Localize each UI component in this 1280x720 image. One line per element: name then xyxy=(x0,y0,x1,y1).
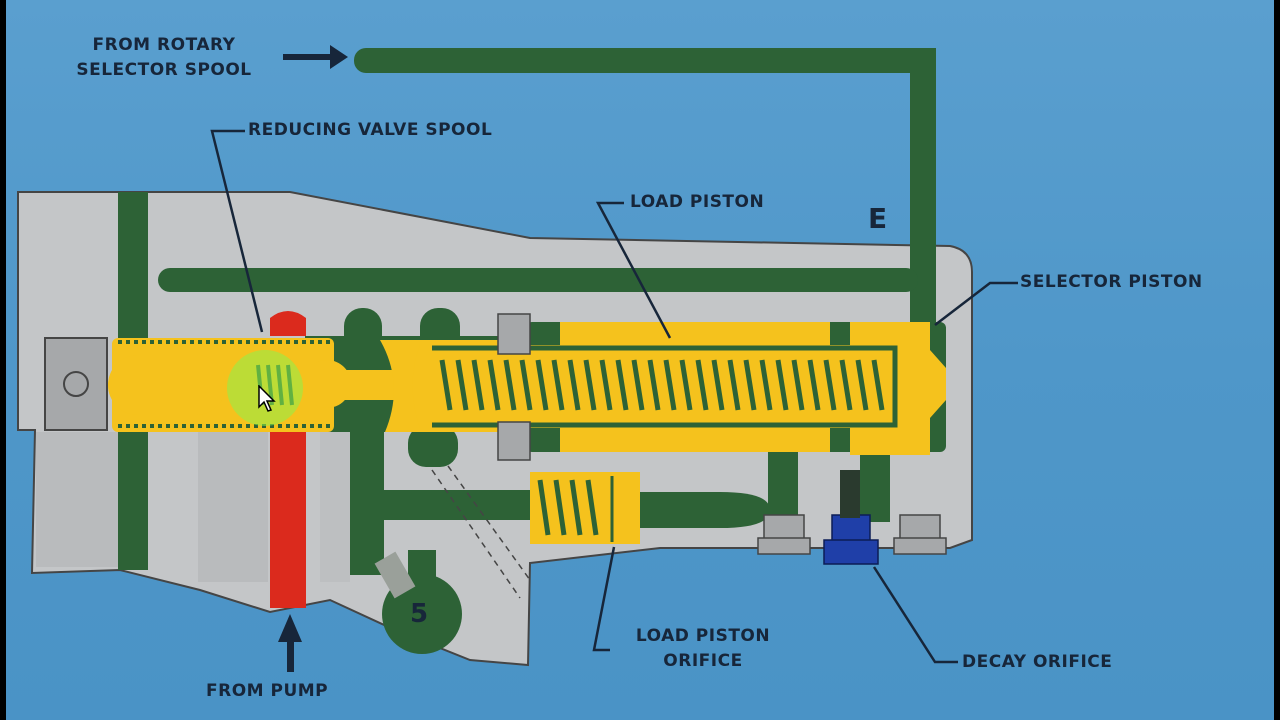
bottom-fittings xyxy=(757,514,947,555)
label-reducing-valve-spool: REDUCING VALVE SPOOL xyxy=(248,120,493,140)
pump-pressure-passage xyxy=(270,311,306,336)
arrow-up-icon xyxy=(278,614,302,672)
label-check-valve-number: 5 xyxy=(410,599,429,629)
label-from-rotary-selector-spool: FROM ROTARY SELECTOR SPOOL xyxy=(46,33,282,83)
label-load-piston-orifice: LOAD PISTON ORIFICE xyxy=(608,624,798,674)
load-piston xyxy=(412,345,915,428)
label-from-rotary-line2: SELECTOR SPOOL xyxy=(76,60,252,80)
label-load-piston-orifice-line2: ORIFICE xyxy=(663,651,743,671)
label-from-rotary-line1: FROM ROTARY xyxy=(92,35,236,55)
selector-piston xyxy=(850,322,946,455)
end-cap xyxy=(44,337,108,431)
label-port-e: E xyxy=(868,202,888,235)
pipe-from-rotary-selector xyxy=(354,48,936,73)
decay-orifice-fitting xyxy=(823,514,879,565)
label-load-piston: LOAD PISTON xyxy=(630,192,765,212)
leader-lines xyxy=(210,129,1018,664)
label-selector-piston: SELECTOR PISTON xyxy=(1020,272,1203,292)
label-from-pump: FROM PUMP xyxy=(206,681,329,701)
mouse-cursor-icon xyxy=(258,385,276,412)
reducing-valve-spool xyxy=(108,355,226,415)
load-piston-spring xyxy=(439,359,885,411)
arrow-right-icon xyxy=(283,45,348,69)
label-load-piston-orifice-line1: LOAD PISTON xyxy=(635,626,771,646)
label-decay-orifice: DECAY ORIFICE xyxy=(962,652,1113,672)
cursor-highlight xyxy=(227,350,303,426)
